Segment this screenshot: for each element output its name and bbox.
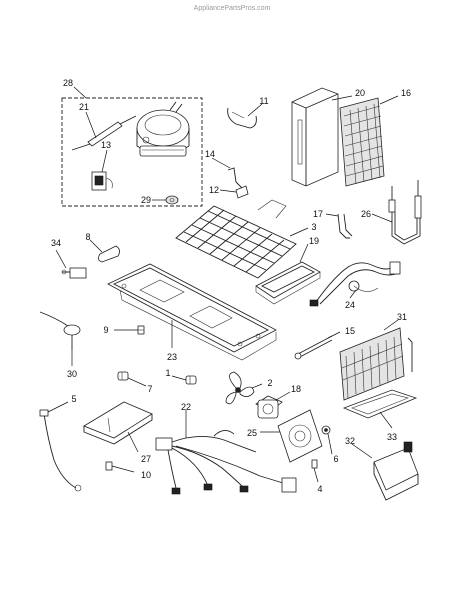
fan-blade[interactable] xyxy=(225,371,255,405)
rivet[interactable] xyxy=(185,375,197,385)
callout-1: 1 xyxy=(165,368,170,378)
callout-16: 16 xyxy=(401,88,411,98)
callout-28: 28 xyxy=(63,78,73,88)
callout-32: 32 xyxy=(345,436,355,446)
callout-29: 29 xyxy=(141,195,151,205)
callout-15: 15 xyxy=(345,326,355,336)
process-tube[interactable] xyxy=(227,167,245,191)
fan-motor[interactable] xyxy=(255,395,283,419)
callout-9: 9 xyxy=(103,325,108,335)
callout-33: 33 xyxy=(387,432,397,442)
access-cover[interactable] xyxy=(83,401,153,445)
control-board[interactable] xyxy=(373,441,419,501)
compressor[interactable] xyxy=(136,101,190,157)
cover-screw[interactable] xyxy=(105,461,113,471)
wire-harness-defrost[interactable] xyxy=(309,261,401,307)
cord-sensor[interactable] xyxy=(39,409,82,492)
callout-31: 31 xyxy=(397,312,407,322)
grommet-small[interactable] xyxy=(117,371,129,381)
condenser-coil[interactable] xyxy=(339,97,385,187)
thermistor[interactable] xyxy=(61,267,87,279)
callout-5: 5 xyxy=(71,394,76,404)
drain-bracket[interactable] xyxy=(227,107,257,129)
callout-12: 12 xyxy=(209,185,219,195)
grommet[interactable] xyxy=(165,195,179,205)
callout-17: 17 xyxy=(313,209,323,219)
callout-34: 34 xyxy=(51,238,61,248)
callout-18: 18 xyxy=(291,384,301,394)
callout-2: 2 xyxy=(267,378,272,388)
callout-8: 8 xyxy=(85,232,90,242)
drain-pan[interactable] xyxy=(342,389,418,419)
callout-labels: 28 21 13 29 20 16 11 14 12 34 8 17 26 3 … xyxy=(51,78,411,494)
callout-4: 4 xyxy=(317,484,322,494)
screw[interactable] xyxy=(137,325,145,335)
condenser-shroud[interactable] xyxy=(291,87,339,187)
callout-7: 7 xyxy=(147,384,152,394)
callout-22: 22 xyxy=(181,402,191,412)
base-plate[interactable] xyxy=(107,263,277,361)
callout-11: 11 xyxy=(259,96,268,106)
callout-24: 24 xyxy=(345,300,355,310)
compressor-assembly-group xyxy=(61,97,203,207)
callout-3: 3 xyxy=(311,222,316,232)
heat-exchange-tube[interactable] xyxy=(337,213,353,239)
fan-shroud[interactable] xyxy=(277,409,323,463)
wire-harness-main[interactable] xyxy=(155,430,297,495)
insulation-tube[interactable] xyxy=(98,245,120,263)
suction-tube[interactable] xyxy=(71,115,137,151)
defrost-thermostat[interactable] xyxy=(39,311,81,350)
mounting-bolt[interactable] xyxy=(294,335,333,360)
callout-10: 10 xyxy=(141,470,151,480)
condenser-lower-coil[interactable] xyxy=(339,327,413,401)
defrost-heater-pan[interactable] xyxy=(255,261,321,305)
fan-screw[interactable] xyxy=(311,459,318,469)
clip[interactable] xyxy=(235,185,249,199)
callout-19: 19 xyxy=(309,236,319,246)
callout-30: 30 xyxy=(67,369,77,379)
callout-27: 27 xyxy=(141,454,151,464)
start-relay[interactable] xyxy=(91,171,113,191)
callout-13: 13 xyxy=(101,140,111,150)
callout-23: 23 xyxy=(167,352,177,362)
filter-dryer[interactable] xyxy=(388,180,422,245)
callout-20: 20 xyxy=(355,88,365,98)
grommet-fan[interactable] xyxy=(321,425,331,435)
callout-25: 25 xyxy=(247,428,257,438)
evaporator-coil[interactable] xyxy=(175,199,297,279)
callout-14: 14 xyxy=(205,149,215,159)
callout-6: 6 xyxy=(333,454,338,464)
watermark: AppliancePartsPros.com xyxy=(194,5,271,12)
callout-21: 21 xyxy=(79,102,89,112)
callout-26: 26 xyxy=(361,209,371,219)
